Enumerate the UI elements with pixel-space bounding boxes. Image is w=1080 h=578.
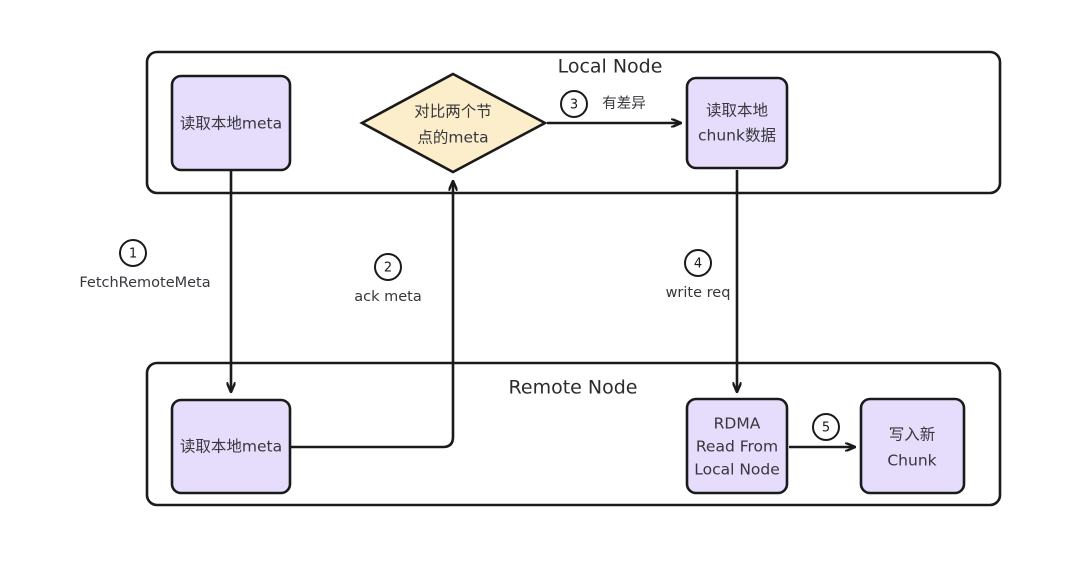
local-read-meta-box[interactable]	[170, 74, 292, 172]
remote-read-meta-label: 读取本地meta	[180, 438, 282, 456]
node-compare-meta[interactable]: 对比两个节 点的meta	[359, 72, 548, 174]
local-read-chunk-label-line2: chunk数据	[698, 127, 776, 145]
sequence-badge-3-number: 3	[570, 98, 578, 113]
node-remote-read-meta[interactable]: 读取本地meta	[170, 398, 292, 495]
edge-ack-meta-line	[290, 181, 453, 449]
sequence-badge-4-circle	[684, 249, 712, 277]
local-read-chunk-label-line1: 读取本地	[706, 102, 768, 120]
edge-4-label: write req	[666, 285, 731, 301]
sequence-badge-1-number: 1	[129, 247, 137, 262]
node-write-new-chunk[interactable]: 写入新 Chunk	[859, 397, 966, 495]
compare-meta-label-line1: 对比两个节	[414, 103, 492, 121]
edge-3-label: 有差异	[602, 95, 646, 112]
write-new-chunk-label-line2: Chunk	[887, 452, 936, 470]
sequence-badge-1-circle	[119, 239, 147, 267]
compare-meta-diamond[interactable]	[359, 72, 548, 174]
write-new-chunk-label-line1: 写入新	[889, 426, 936, 444]
edge-3-annotation: 3 有差异	[560, 90, 646, 118]
sequence-badge-5-number: 5	[822, 421, 830, 436]
sequence-badge-2-circle	[374, 253, 402, 281]
local-read-meta-label: 读取本地meta	[180, 115, 282, 133]
node-local-read-meta[interactable]: 读取本地meta	[170, 74, 292, 172]
sequence-badge-2-number: 2	[384, 261, 392, 276]
sequence-badge-4-number: 4	[694, 257, 702, 272]
remote-read-meta-box[interactable]	[170, 398, 292, 495]
rdma-read-label-line3: Local Node	[694, 461, 780, 479]
edge-4-annotation: 4 write req	[666, 249, 731, 301]
remote-node-title: Remote Node	[509, 377, 638, 399]
edge-2-annotation: 2 ack meta	[354, 253, 422, 305]
local-read-chunk-box[interactable]	[685, 76, 789, 170]
rdma-read-box[interactable]	[685, 397, 789, 495]
compare-meta-label-line2: 点的meta	[417, 129, 488, 147]
edge-1-annotation: 1 FetchRemoteMeta	[79, 239, 211, 291]
write-new-chunk-box[interactable]	[859, 397, 966, 495]
node-rdma-read[interactable]: RDMA Read From Local Node	[685, 397, 789, 495]
rdma-read-label-line1: RDMA	[714, 415, 761, 433]
local-node-title: Local Node	[558, 56, 663, 78]
edge-5-annotation: 5	[812, 413, 840, 441]
sequence-badge-5-circle	[812, 413, 840, 441]
sequence-badge-3-circle	[560, 90, 588, 118]
rdma-read-label-line2: Read From	[696, 438, 778, 456]
node-local-read-chunk[interactable]: 读取本地 chunk数据	[685, 76, 789, 170]
edge-1-label: FetchRemoteMeta	[79, 275, 210, 291]
edge-2-label: ack meta	[354, 289, 421, 305]
